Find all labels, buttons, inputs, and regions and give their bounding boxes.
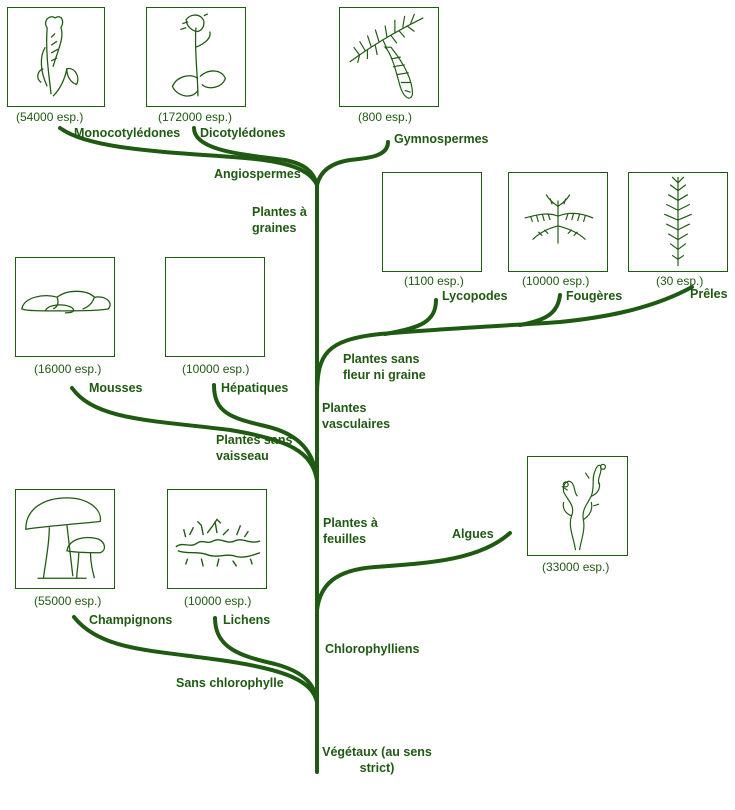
lycopodes-illustration [382, 172, 482, 272]
fougeres-label: Fougères [566, 289, 623, 303]
fougeres-count: (10000 esp.) [522, 274, 590, 288]
branch-champignons [72, 615, 319, 704]
angiospermes-label: Angiospermes [214, 167, 301, 181]
algues-count: (33000 esp.) [542, 560, 610, 574]
branch-monocotyledones [58, 126, 319, 187]
gymnospermes-label: Gymnospermes [394, 132, 489, 146]
lycopod-icon [383, 173, 481, 271]
preles-count: (30 esp.) [656, 274, 704, 288]
algues-label: Algues [452, 527, 494, 541]
fern-icon [524, 194, 594, 244]
branch-vasculaires [315, 285, 694, 394]
champignons-count: (55000 esp.) [34, 594, 102, 608]
branch-gymnospermes [315, 140, 390, 187]
sans-chlorophylle-label: Sans chlorophylle [176, 676, 284, 690]
mushroom-icon [25, 497, 106, 579]
vegetaux-label: Végétaux (au sens strict) [322, 745, 432, 775]
plantes-a-feuilles-label: Plantes à feuilles [323, 516, 378, 546]
liverwort-icon [166, 258, 264, 356]
lycopodes-count: (1100 esp.) [404, 274, 464, 288]
plantes-sans-fleur-label: Plantes sans fleur ni graine [343, 352, 426, 382]
chlorophylliens-label: Chlorophylliens [325, 642, 420, 656]
branch-lichens [213, 616, 319, 704]
dicotyledones-count: (172000 esp.) [158, 110, 233, 124]
branch-dicotyledones [192, 126, 319, 187]
dicotyledones-label: Dicotylédones [200, 126, 286, 140]
champignons-label: Champignons [89, 613, 173, 627]
branch-lycopodes [383, 298, 438, 336]
plantes-a-graines-label: Plantes à graines [252, 205, 307, 235]
preles-illustration [628, 172, 728, 272]
moss-icon [21, 290, 111, 314]
champignons-illustration [15, 489, 115, 589]
branch-algues [315, 531, 512, 612]
grass-flower-icon [37, 16, 79, 97]
monocotyledones-count: (54000 esp.) [16, 110, 84, 124]
mousses-count: (16000 esp.) [34, 362, 102, 376]
lycopodes-label: Lycopodes [442, 289, 508, 303]
pine-cone-icon [349, 13, 424, 99]
monocotyledones-illustration [7, 7, 105, 107]
horsetail-icon [664, 176, 692, 267]
dicotyledones-illustration [146, 7, 246, 107]
hepatiques-count: (10000 esp.) [182, 362, 250, 376]
lichens-count: (10000 esp.) [184, 594, 252, 608]
hepatiques-label: Hépatiques [221, 381, 289, 395]
branch-mousses [70, 386, 319, 482]
lichen-icon [175, 518, 261, 567]
mousses-label: Mousses [89, 381, 143, 395]
seaweed-icon [561, 463, 607, 551]
lichens-label: Lichens [223, 613, 271, 627]
preles-label: Prêles [690, 287, 728, 301]
branch-hepatiques [212, 383, 319, 482]
plantes-sans-vaisseau-label: Plantes sans vaisseau [216, 433, 293, 463]
fougeres-illustration [508, 172, 608, 272]
gymnospermes-count: (800 esp.) [358, 110, 413, 124]
branch-fougeres [518, 293, 562, 327]
monocotyledones-label: Monocotylédones [74, 126, 181, 140]
hepatiques-illustration [165, 257, 265, 357]
flowering-plant-icon [171, 13, 227, 97]
lichens-illustration [167, 489, 267, 589]
plantes-vasculaires-label: Plantes vasculaires [322, 401, 391, 431]
algues-illustration [527, 456, 628, 556]
mousses-illustration [15, 257, 115, 357]
gymnospermes-illustration [339, 7, 439, 107]
